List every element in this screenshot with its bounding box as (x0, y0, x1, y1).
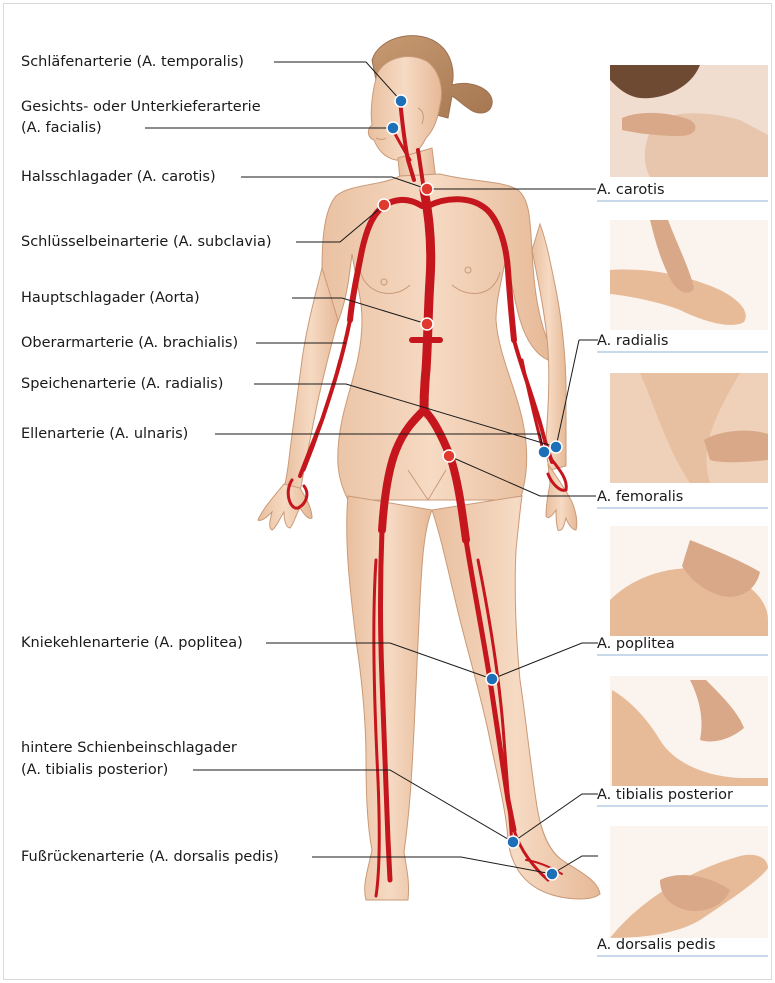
label-facialis-line1: Gesichts- oder Unterkieferarterie (21, 97, 261, 117)
label-brachialis: Oberarmarterie (A. brachialis) (21, 333, 238, 353)
label-carotis: Halsschlagader (A. carotis) (21, 167, 216, 187)
label-radialis: Speichenarterie (A. radialis) (21, 374, 223, 394)
photo-ankle (610, 676, 768, 786)
marker-subclavia (378, 199, 390, 211)
photo-neck (610, 65, 768, 177)
marker-temporalis (395, 95, 407, 107)
label-poplitea: Kniekehlenarterie (A. poplitea) (21, 633, 243, 653)
marker-facialis (387, 122, 399, 134)
hand-left (258, 484, 312, 530)
marker-tibialis (507, 836, 519, 848)
pulse-label-tibialis-posterior: A. tibialis posterior (597, 785, 733, 805)
photo-groin (610, 373, 768, 483)
photo-wrist (610, 220, 768, 330)
pulse-label-femoralis: A. femoralis (597, 487, 683, 507)
pulse-label-carotis: A. carotis (597, 180, 665, 200)
label-aorta: Hauptschlagader (Aorta) (21, 288, 200, 308)
label-temporalis: Schläfenarterie (A. temporalis) (21, 52, 244, 72)
pulse-label-dorsalis-pedis: A. dorsalis pedis (597, 935, 716, 955)
arm-left (284, 268, 338, 492)
label-tibialis-line2: (A. tibialis posterior) (21, 760, 168, 780)
marker-ulnaris (538, 446, 550, 458)
pulse-label-radialis: A. radialis (597, 331, 668, 351)
marker-dorsalis (546, 868, 558, 880)
label-facialis-line2: (A. facialis) (21, 118, 102, 138)
marker-carotis (421, 183, 433, 195)
photo-knee (610, 526, 768, 636)
label-ulnaris: Ellenarterie (A. ulnaris) (21, 424, 188, 444)
photo-foot (610, 826, 768, 938)
label-tibialis-line1: hintere Schienbeinschlagader (21, 738, 237, 758)
label-dorsalis-pedis: Fußrückenarterie (A. dorsalis pedis) (21, 847, 279, 867)
marker-poplitea (486, 673, 498, 685)
label-subclavia: Schlüsselbeinarterie (A. subclavia) (21, 232, 272, 252)
marker-femoralis (443, 450, 455, 462)
marker-aorta (421, 318, 433, 330)
pulse-label-poplitea: A. poplitea (597, 634, 675, 654)
marker-radialis (550, 441, 562, 453)
